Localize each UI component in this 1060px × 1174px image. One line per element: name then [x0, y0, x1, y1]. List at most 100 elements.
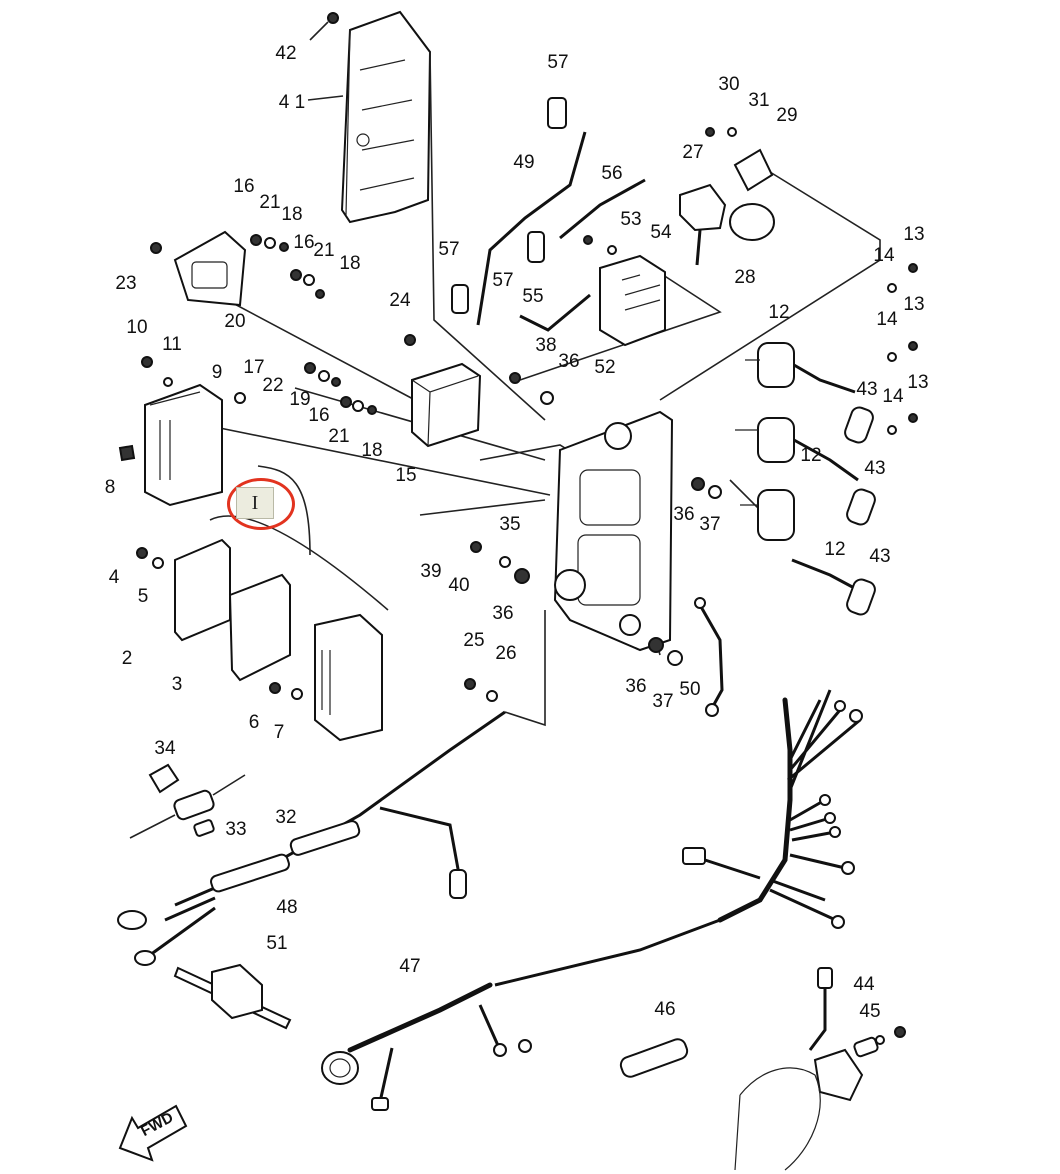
part-50-lead — [694, 597, 724, 717]
callout-c28: 28 — [734, 267, 756, 288]
callout-c55: 55 — [522, 286, 544, 307]
callout-c3: 3 — [171, 674, 183, 695]
callout-c53: 53 — [620, 209, 642, 230]
callout-c34: 34 — [154, 738, 176, 759]
part-1-assembly — [136, 383, 389, 742]
part-29-clip — [733, 148, 774, 192]
callout-c7: 7 — [273, 722, 285, 743]
callout-c43a: 43 — [856, 379, 878, 400]
callout-c12c: 12 — [824, 539, 846, 560]
part-28-holder — [729, 203, 775, 241]
callout-c18c: 18 — [361, 440, 383, 461]
callout-c57c: 57 — [492, 270, 514, 291]
callout-c13a: 13 — [903, 224, 925, 245]
callout-c25: 25 — [463, 630, 485, 651]
callout-c21b: 21 — [313, 240, 335, 261]
part-35-plate — [553, 410, 674, 652]
part-15-module — [411, 362, 482, 448]
callout-c18b: 18 — [339, 253, 361, 274]
callout-c35: 35 — [499, 514, 521, 535]
callout-c51: 51 — [266, 933, 288, 954]
callout-c40: 40 — [448, 575, 470, 596]
callout-c12a: 12 — [768, 302, 790, 323]
callout-c36d: 36 — [625, 676, 647, 697]
callout-c13b: 13 — [903, 294, 925, 315]
callout-c21a: 21 — [259, 192, 281, 213]
callout-c38: 38 — [535, 335, 557, 356]
part-48-harness — [117, 710, 506, 966]
part-46-sleeve — [619, 1038, 689, 1078]
callout-c26: 26 — [495, 643, 517, 664]
callout-c46: 46 — [654, 999, 676, 1020]
callout-c30: 30 — [718, 74, 740, 95]
callout-c16c: 16 — [308, 405, 330, 426]
callout-c37b: 37 — [652, 691, 674, 712]
callout-c14b: 14 — [876, 309, 898, 330]
callout-c29: 29 — [776, 105, 798, 126]
callout-c22: 22 — [262, 375, 284, 396]
part-20-bracket — [173, 230, 247, 307]
callout-c15: 15 — [395, 465, 417, 486]
callout-c23: 23 — [115, 273, 137, 294]
callout-c19: 19 — [289, 389, 311, 410]
callout-c33: 33 — [225, 819, 247, 840]
callout-c10: 10 — [126, 317, 148, 338]
callout-c57b: 57 — [438, 239, 460, 260]
callout-c9: 9 — [211, 362, 223, 383]
callout-c37a: 37 — [699, 514, 721, 535]
callout-c36b: 36 — [673, 504, 695, 525]
part-main-harness-right — [682, 689, 863, 929]
part-47-harness — [321, 918, 721, 1111]
callout-c16b: 16 — [293, 232, 315, 253]
callout-c52: 52 — [594, 357, 616, 378]
callout-c24: 24 — [389, 290, 411, 311]
callout-c44: 44 — [853, 974, 875, 995]
part-44-45-sensor — [734, 967, 906, 1171]
callout-c36a: 36 — [558, 351, 580, 372]
callout-c45: 45 — [859, 1001, 881, 1022]
callout-c4: 4 — [108, 567, 120, 588]
part-27-relay — [679, 183, 727, 266]
callout-c36c: 36 — [492, 603, 514, 624]
callout-c6: 6 — [248, 712, 260, 733]
part-32-34 — [129, 763, 246, 839]
callout-c42: 42 — [275, 43, 297, 64]
callout-c48: 48 — [276, 897, 298, 918]
highlight-label: I — [236, 487, 274, 519]
callout-c14a: 14 — [873, 245, 895, 266]
callout-c8: 8 — [104, 477, 116, 498]
hardware-16-21-18 — [118, 127, 918, 462]
callout-c18a: 18 — [281, 204, 303, 225]
callout-c54: 54 — [650, 222, 672, 243]
hardware-35-side — [464, 477, 722, 702]
part-49-wires — [451, 97, 646, 332]
callout-c43c: 43 — [869, 546, 891, 567]
callout-c27: 27 — [682, 142, 704, 163]
callout-c13c: 13 — [907, 372, 929, 393]
callout-c57a: 57 — [547, 52, 569, 73]
callout-c56: 56 — [601, 163, 623, 184]
part-41-cover — [340, 10, 432, 224]
callout-c20: 20 — [224, 311, 246, 332]
callout-c50: 50 — [679, 679, 701, 700]
callout-c41: 4 1 — [278, 92, 306, 113]
callout-c47: 47 — [399, 956, 421, 977]
callout-c17: 17 — [243, 357, 265, 378]
part-52-rectifier — [599, 254, 666, 347]
part-12-coils — [735, 342, 876, 616]
callout-c39: 39 — [420, 561, 442, 582]
callout-c5: 5 — [137, 586, 149, 607]
callout-c12b: 12 — [800, 445, 822, 466]
part-42-screw — [309, 12, 339, 41]
callout-c31: 31 — [748, 90, 770, 111]
callout-c11: 11 — [162, 334, 182, 355]
callout-c14c: 14 — [882, 386, 904, 407]
callout-c32: 32 — [275, 807, 297, 828]
callout-c49: 49 — [513, 152, 535, 173]
callout-c16a: 16 — [233, 176, 255, 197]
callout-c21c: 21 — [328, 426, 350, 447]
fwd-arrow — [118, 1104, 188, 1162]
highlight-ring — [227, 478, 295, 530]
callout-c43b: 43 — [864, 458, 886, 479]
